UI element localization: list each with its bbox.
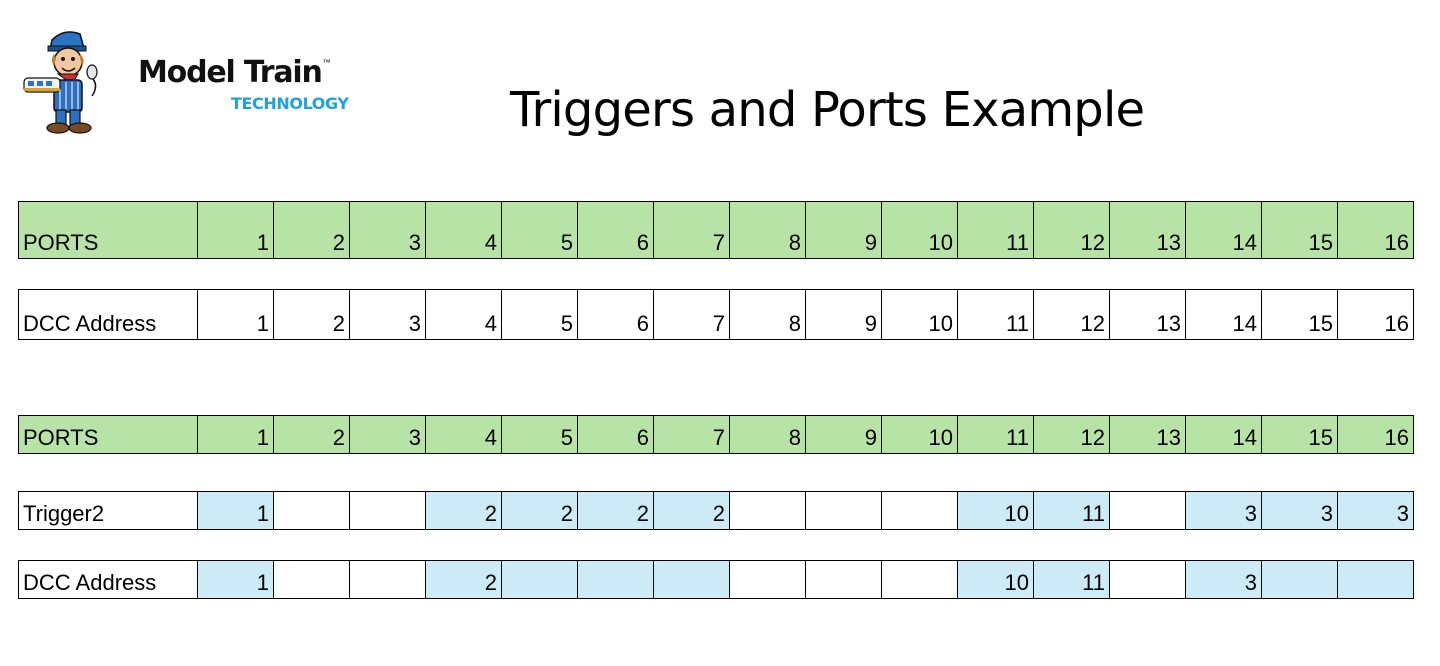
cell-port-16: 16 (1337, 289, 1414, 340)
cell-port-16: 16 (1337, 201, 1414, 259)
cell-port-7 (653, 560, 730, 599)
cell-port-1: 1 (197, 415, 274, 454)
cell-port-14: 14 (1185, 415, 1262, 454)
row-label: PORTS (18, 201, 198, 259)
cell-port-6: 6 (577, 289, 654, 340)
cell-port-12: 12 (1033, 289, 1110, 340)
cell-port-2: 2 (273, 289, 350, 340)
cell-port-6: 6 (577, 415, 654, 454)
brand-sub: TECHNOLOGY (231, 94, 349, 113)
cell-port-9: 9 (805, 415, 882, 454)
row-label: DCC Address (18, 560, 198, 599)
cell-port-11: 11 (957, 415, 1034, 454)
cell-port-12: 11 (1033, 491, 1110, 530)
cell-port-11: 11 (957, 201, 1034, 259)
brand-name: Model Train (138, 55, 323, 90)
page-title: Triggers and Ports Example (510, 82, 1145, 138)
row-label: Trigger2 (18, 491, 198, 530)
row-label: PORTS (18, 415, 198, 454)
cell-port-10: 10 (881, 201, 958, 259)
train-mascot-icon (23, 31, 98, 134)
cell-port-7: 2 (653, 491, 730, 530)
cell-port-15: 15 (1261, 289, 1338, 340)
cell-port-9 (805, 560, 882, 599)
cell-port-1: 1 (197, 491, 274, 530)
cell-port-11: 11 (957, 289, 1034, 340)
cell-port-11: 10 (957, 491, 1034, 530)
cell-port-3: 3 (349, 415, 426, 454)
cell-port-14: 3 (1185, 491, 1262, 530)
cell-port-10: 10 (881, 415, 958, 454)
cell-port-16: 16 (1337, 415, 1414, 454)
cell-port-5: 5 (501, 289, 578, 340)
cell-port-4: 4 (425, 201, 502, 259)
cell-port-5: 2 (501, 491, 578, 530)
cell-port-13: 13 (1109, 289, 1186, 340)
cell-port-10: 10 (881, 289, 958, 340)
trademark-mark: ™ (322, 58, 331, 67)
cell-port-14: 14 (1185, 289, 1262, 340)
cell-port-15: 15 (1261, 201, 1338, 259)
cell-port-7: 7 (653, 289, 730, 340)
cell-port-14: 3 (1185, 560, 1262, 599)
cell-port-9: 9 (805, 289, 882, 340)
cell-port-3 (349, 560, 426, 599)
cell-port-13 (1109, 560, 1186, 599)
cell-port-2: 2 (273, 415, 350, 454)
cell-port-12: 12 (1033, 201, 1110, 259)
cell-port-14: 14 (1185, 201, 1262, 259)
cell-port-15: 15 (1261, 415, 1338, 454)
cell-port-6: 2 (577, 491, 654, 530)
cell-port-8: 8 (729, 289, 806, 340)
cell-port-5: 5 (501, 201, 578, 259)
cell-port-9: 9 (805, 201, 882, 259)
cell-port-10 (881, 560, 958, 599)
cell-port-2 (273, 491, 350, 530)
cell-port-13: 13 (1109, 201, 1186, 259)
cell-port-5 (501, 560, 578, 599)
cell-port-1: 1 (197, 560, 274, 599)
cell-port-5: 5 (501, 415, 578, 454)
cell-port-7: 7 (653, 415, 730, 454)
cell-port-2: 2 (273, 201, 350, 259)
cell-port-10 (881, 491, 958, 530)
cell-port-3: 3 (349, 289, 426, 340)
cell-port-4: 2 (425, 491, 502, 530)
cell-port-12: 11 (1033, 560, 1110, 599)
cell-port-8: 8 (729, 415, 806, 454)
cell-port-13 (1109, 491, 1186, 530)
cell-port-11: 10 (957, 560, 1034, 599)
cell-port-8 (729, 491, 806, 530)
logo: Model Train™ TECHNOLOGY (20, 28, 365, 138)
cell-port-15: 3 (1261, 491, 1338, 530)
cell-port-4: 4 (425, 415, 502, 454)
cell-port-1: 1 (197, 201, 274, 259)
cell-port-8 (729, 560, 806, 599)
cell-port-12: 12 (1033, 415, 1110, 454)
brand-wordmark: Model Train™ TECHNOLOGY (138, 55, 349, 112)
cell-port-9 (805, 491, 882, 530)
row-label: DCC Address (18, 289, 198, 340)
cell-port-13: 13 (1109, 415, 1186, 454)
cell-port-2 (273, 560, 350, 599)
cell-port-16: 3 (1337, 491, 1414, 530)
cell-port-7: 7 (653, 201, 730, 259)
cell-port-4: 2 (425, 560, 502, 599)
cell-port-3 (349, 491, 426, 530)
cell-port-16 (1337, 560, 1414, 599)
cell-port-15 (1261, 560, 1338, 599)
cell-port-8: 8 (729, 201, 806, 259)
cell-port-6: 6 (577, 201, 654, 259)
cell-port-6 (577, 560, 654, 599)
cell-port-1: 1 (197, 289, 274, 340)
cell-port-3: 3 (349, 201, 426, 259)
cell-port-4: 4 (425, 289, 502, 340)
